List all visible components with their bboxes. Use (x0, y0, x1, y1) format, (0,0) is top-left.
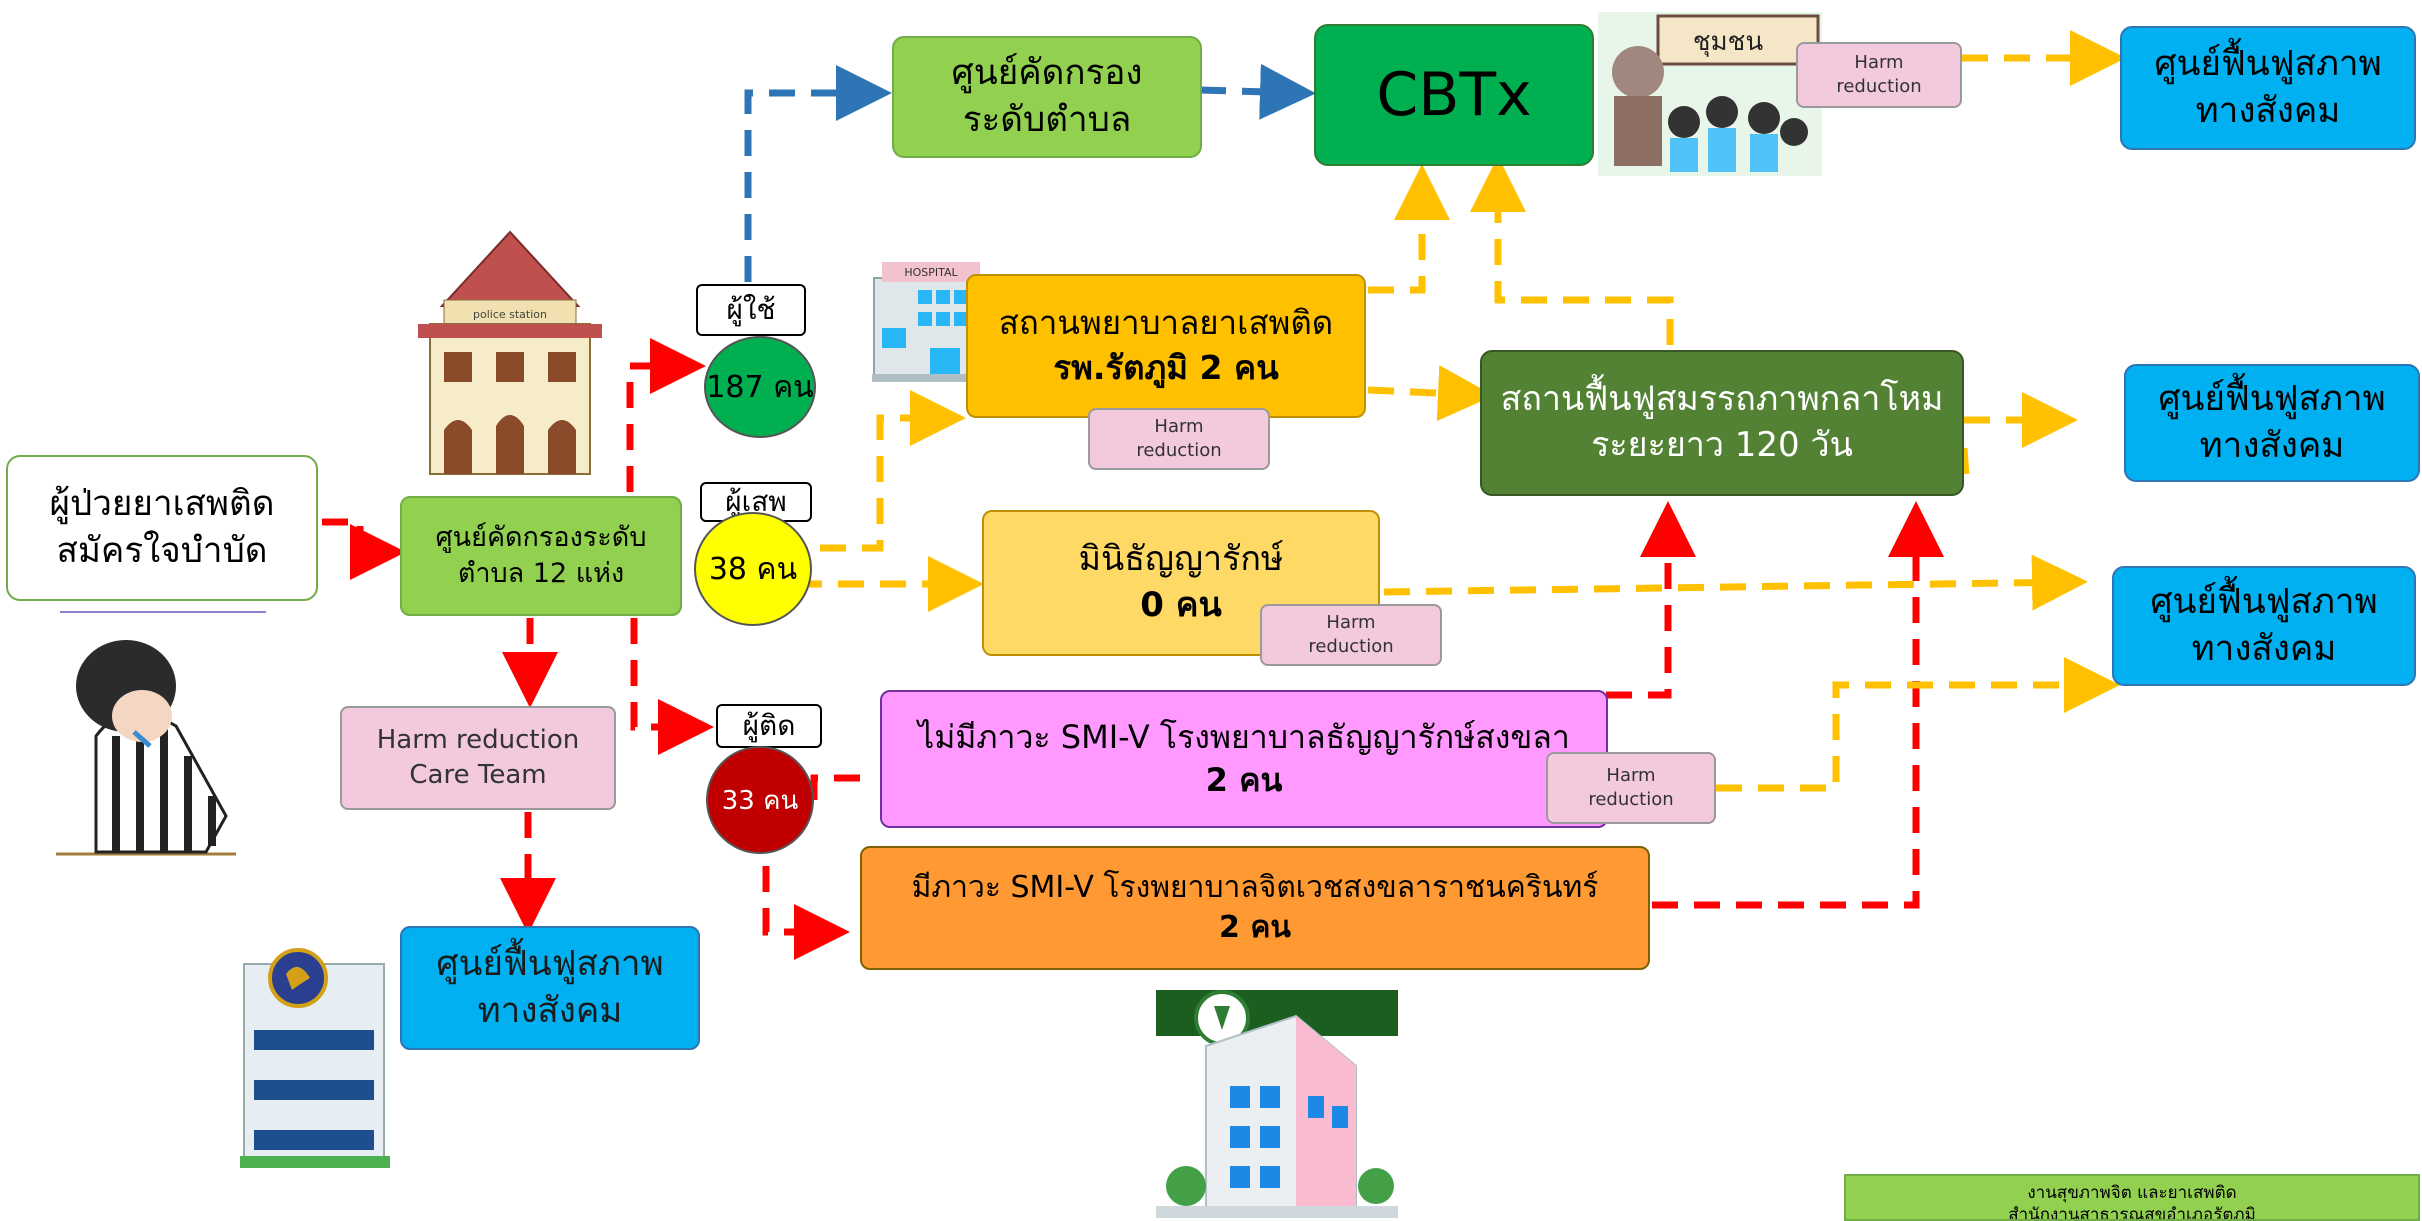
social-1-line1: ศูนย์ฟื้นฟูสภาพ (2154, 43, 2382, 84)
drug-hospital-box: สถานพยาบาลยาเสพติด รพ.รัตภูมิ 2 คน (966, 274, 1366, 418)
mini-line2: 0 คน (1140, 585, 1222, 625)
rehab-line1: สถานฟื้นฟูสมรรถภาพกลาโหม (1500, 379, 1944, 420)
arrow-rehab-to-cbtx (1470, 156, 1674, 345)
community-group-icon: ชุมชน (1598, 12, 1822, 176)
police-station-icon: police station (418, 230, 602, 475)
arrow-addicts-to-no-smiv (810, 774, 874, 800)
users-label: ผู้ใช้ (696, 284, 806, 336)
harm-top-line2: reduction (1836, 76, 1922, 97)
no-smiv-line2: 2 คน (1205, 761, 1283, 799)
harm-reduction-hospital: Harm reduction (1088, 408, 1270, 470)
patient-line1: ผู้ป่วยยาเสพติด (49, 483, 275, 524)
harm-reduction-no-smiv: Harm reduction (1546, 752, 1716, 824)
users-circle: 187 คน (704, 336, 816, 438)
harm-mini-line2: reduction (1308, 636, 1394, 657)
arrow-rehab-to-social-2 (1960, 447, 1970, 477)
harm-reduction-care-team: Harm reduction Care Team (340, 706, 616, 810)
drug-hospital-line1: สถานพยาบาลยาเสพติด (998, 303, 1334, 343)
arrow-users-to-top-screening (744, 65, 892, 282)
cbtx-label: CBTx (1376, 59, 1532, 130)
no-smiv-line1: ไม่มีภาวะ SMI-V โรงพยาบาลธัญญารักษ์สงขลา (918, 717, 1570, 756)
arrow-smiv-to-rehab (1652, 501, 1944, 909)
screening-center-main: ศูนย์คัดกรองระดับ ตำบล 12 แห่ง (400, 496, 682, 616)
community-sign-text: ชุมชน (1693, 27, 1763, 57)
screening-center-top: ศูนย์คัดกรอง ระดับตำบล (892, 36, 1202, 158)
harm-team-line2: Care Team (409, 760, 547, 790)
patient-box: ผู้ป่วยยาเสพติด สมัครใจบำบัด (6, 455, 318, 601)
screening-main-line2: ตำบล 12 แห่ง (457, 558, 625, 589)
social-bottom-line2: ทางสังคม (477, 991, 623, 1031)
arrow-hospital-to-rehab (1367, 365, 1494, 422)
harm-hospital-line1: Harm (1154, 415, 1204, 437)
rehab-line2: ระยะยาว 120 วัน (1591, 425, 1853, 465)
arrow-harm-nosmiv-to-social (1716, 657, 2120, 792)
arrow-patient-to-screening (322, 518, 406, 580)
arrow-addicts-to-smiv (762, 866, 850, 960)
harm-mini-line1: Harm (1326, 611, 1376, 633)
harm-reduction-top: Harm reduction (1796, 42, 1962, 108)
abusers-circle: 38 คน (694, 512, 812, 626)
hospital-sign-text: HOSPITAL (904, 266, 958, 279)
smiv-line1: มีภาวะ SMI-V โรงพยาบาลจิตเวชสงขลาราชนคริ… (911, 869, 1599, 905)
footer-line1: งานสุขภาพจิต และยาเสพติด (2027, 1183, 2237, 1203)
social-1-line2: ทางสังคม (2195, 91, 2341, 131)
sad-patient-illustration (56, 611, 266, 856)
screening-top-line1: ศูนย์คัดกรอง (951, 52, 1143, 93)
footer-line2: สำนักงานสาธารณสุขอำเภอรัตภูมิ (2008, 1205, 2256, 1221)
rehab-military-box: สถานฟื้นฟูสมรรถภาพกลาโหม ระยะยาว 120 วัน (1480, 350, 1964, 496)
no-smiv-box: ไม่มีภาวะ SMI-V โรงพยาบาลธัญญารักษ์สงขลา… (880, 690, 1608, 828)
arrow-mini-to-social (1383, 554, 2088, 611)
arrow-abusers-to-hospital (820, 390, 966, 552)
harm-hospital-line2: reduction (1136, 440, 1222, 461)
social-bottom-line1: ศูนย์ฟื้นฟูสภาพ (436, 943, 664, 984)
social-3-line1: ศูนย์ฟื้นฟูสภาพ (2150, 581, 2378, 622)
social-rehab-bottom: ศูนย์ฟื้นฟูสภาพ ทางสังคม (400, 926, 700, 1050)
addicts-circle: 33 คน (706, 746, 814, 854)
government-building-icon (240, 948, 390, 1168)
harm-nosmiv-line2: reduction (1588, 789, 1674, 810)
screening-main-line1: ศูนย์คัดกรองระดับ (435, 521, 647, 553)
health-ministry-hospital-icon (1156, 990, 1398, 1218)
arrow-hospital-to-cbtx (1368, 164, 1450, 294)
police-sign-text: police station (473, 308, 547, 321)
screening-top-line2: ระดับตำบล (962, 100, 1132, 140)
arrow-screening-to-addicts (630, 618, 714, 755)
harm-nosmiv-line1: Harm (1606, 764, 1656, 786)
drug-hospital-line2: รพ.รัตภูมิ 2 คน (1053, 348, 1279, 387)
harm-top-line1: Harm (1854, 51, 1904, 73)
smiv-box: มีภาวะ SMI-V โรงพยาบาลจิตเวชสงขลาราชนคริ… (860, 846, 1650, 970)
arrow-screening-to-users (626, 338, 706, 492)
footer-box: งานสุขภาพจิต และยาเสพติด สำนักงานสาธารณส… (1844, 1174, 2420, 1221)
harm-team-line1: Harm reduction (376, 724, 580, 755)
social-rehab-1: ศูนย์ฟื้นฟูสภาพ ทางสังคม (2120, 26, 2416, 150)
social-2-line1: ศูนย์ฟื้นฟูสภาพ (2158, 378, 2386, 419)
social-rehab-3: ศูนย์ฟื้นฟูสภาพ ทางสังคม (2112, 566, 2416, 686)
social-2-line2: ทางสังคม (2199, 426, 2345, 466)
arrow-top-screening-to-cbtx (1199, 63, 1316, 120)
arrow-no-smiv-to-rehab (1564, 501, 1696, 699)
social-rehab-2: ศูนย์ฟื้นฟูสภาพ ทางสังคม (2124, 364, 2420, 482)
cbtx-box: CBTx (1314, 24, 1594, 166)
social-3-line2: ทางสังคม (2191, 629, 2337, 669)
harm-reduction-mini: Harm reduction (1260, 604, 1442, 666)
patient-line2: สมัครใจบำบัด (56, 531, 268, 571)
addicts-label: ผู้ติด (716, 704, 822, 748)
mini-line1: มินิธัญญารักษ์ (1078, 539, 1284, 580)
smiv-line2: 2 คน (1219, 910, 1291, 945)
